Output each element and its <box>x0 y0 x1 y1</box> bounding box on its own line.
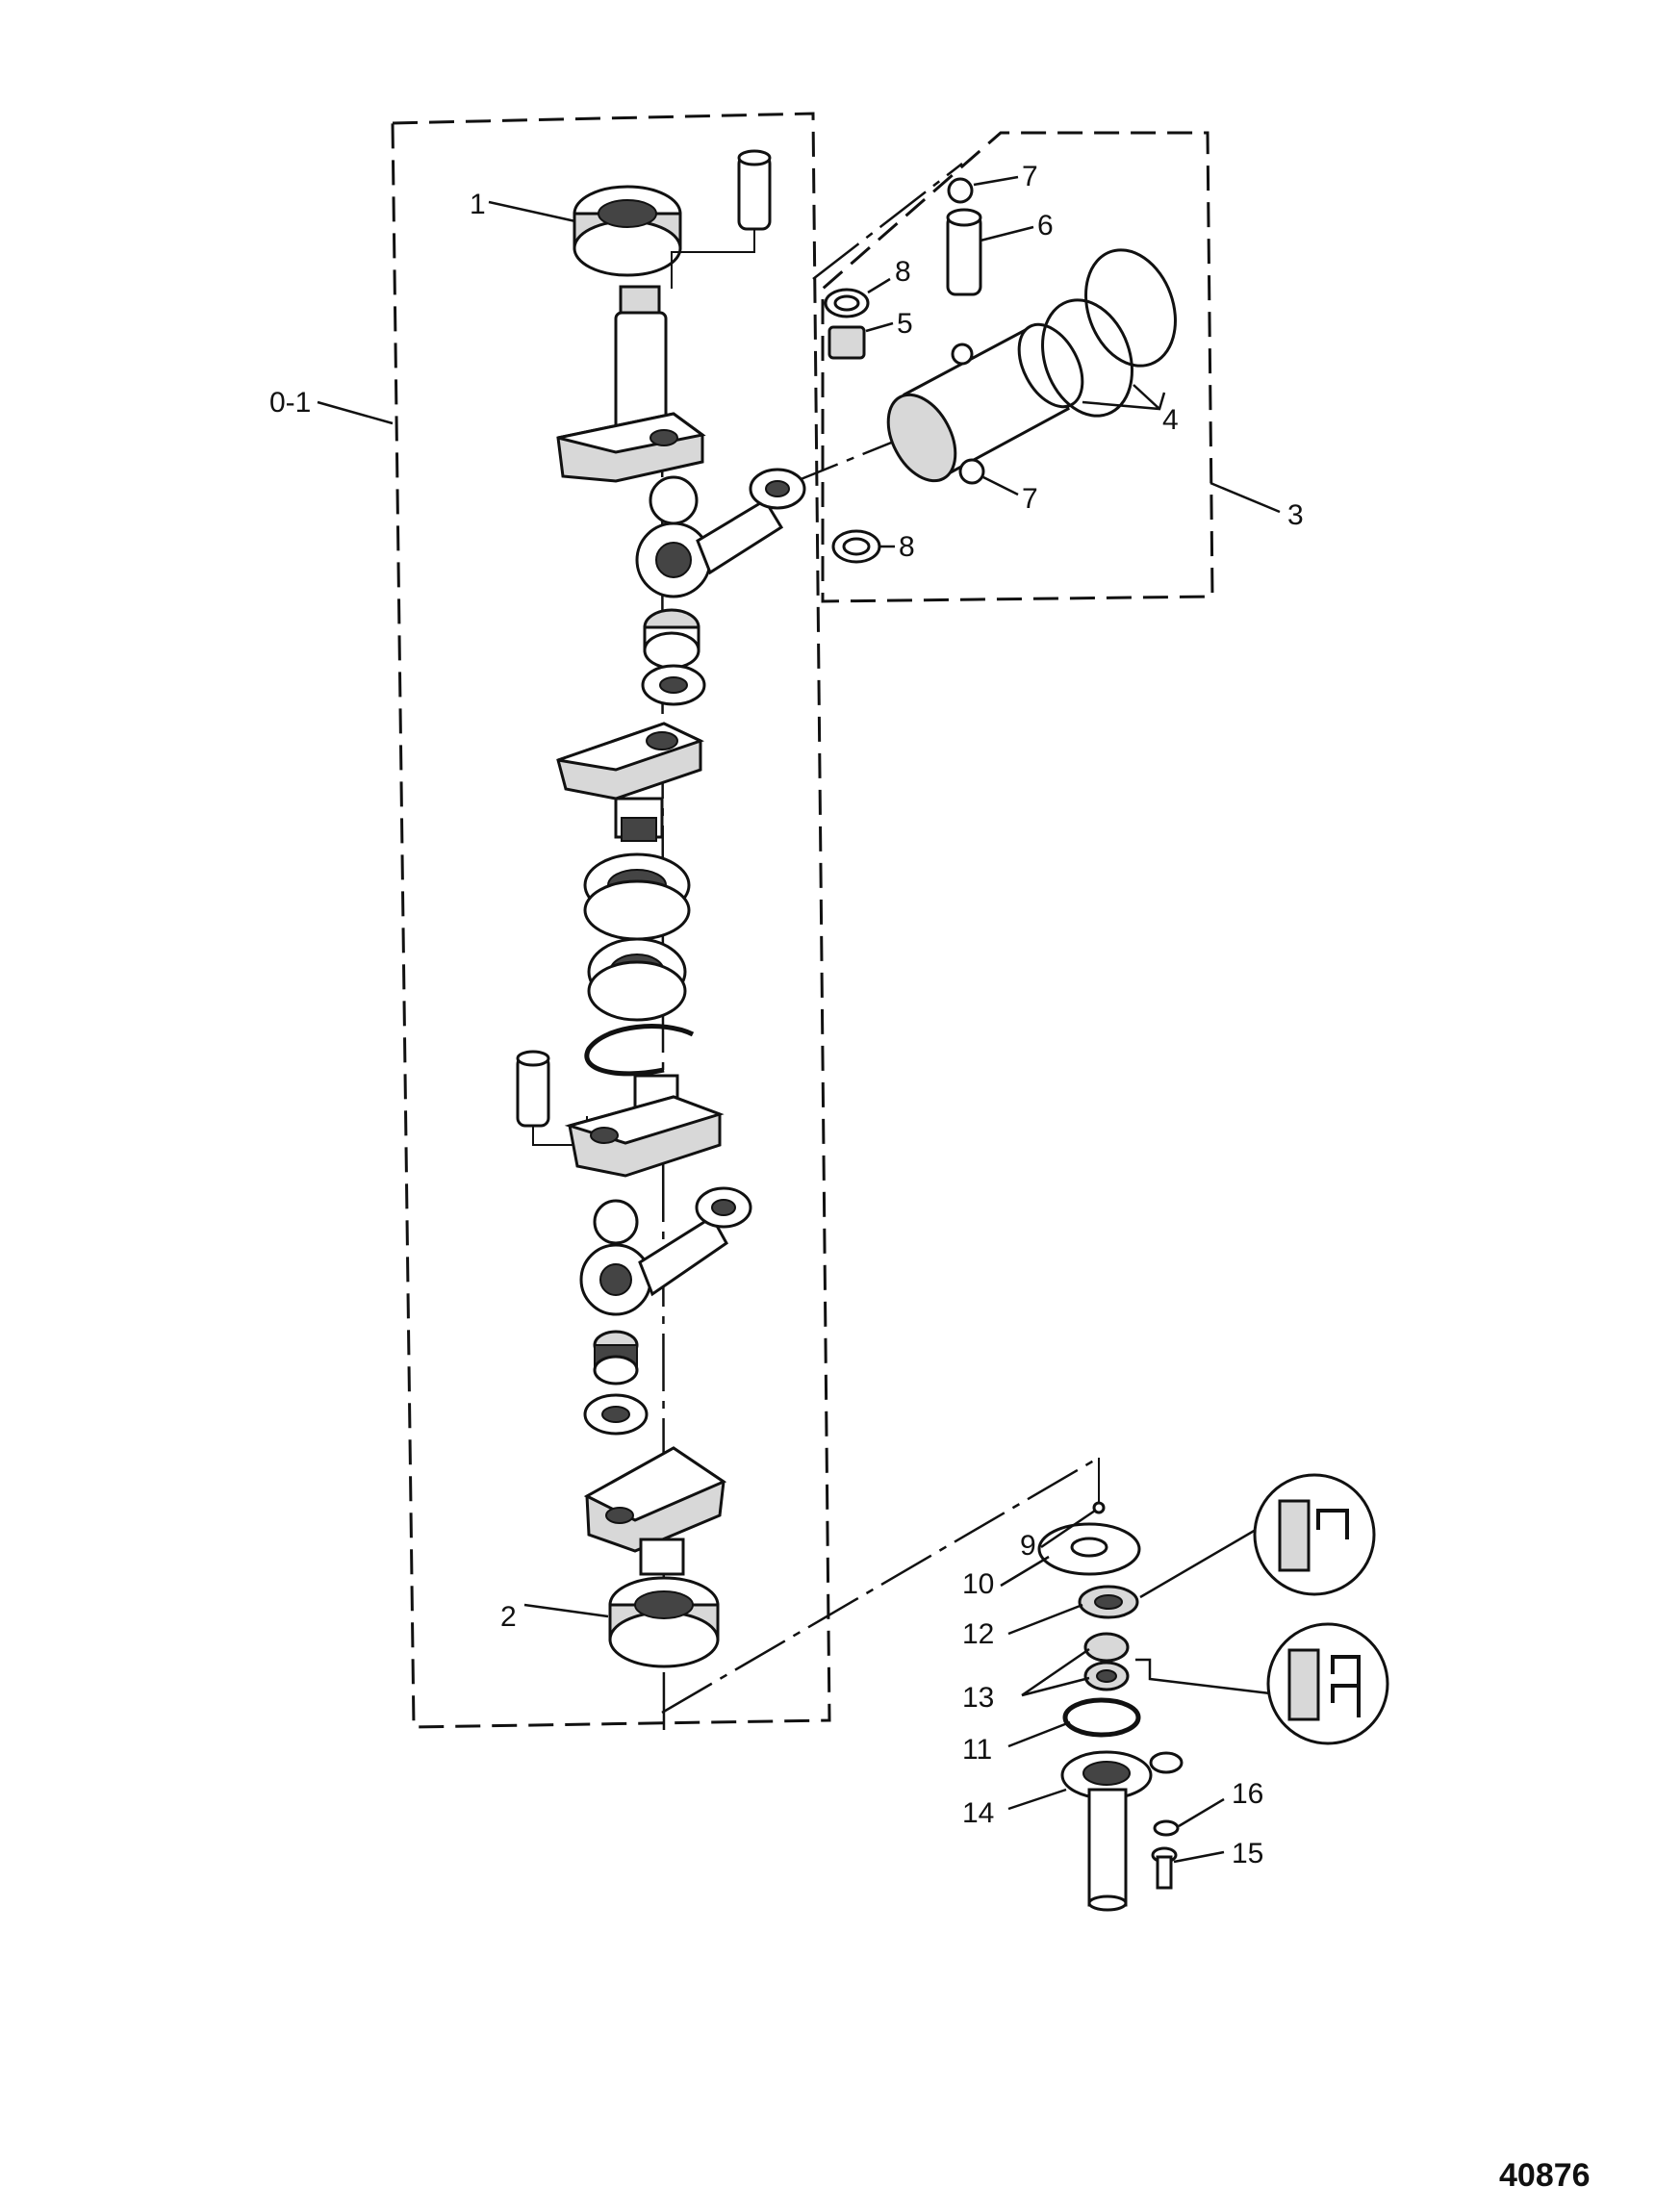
callout-8-upper: 8 <box>895 256 911 288</box>
lower-connecting-rod <box>579 1186 752 1316</box>
lower-thrust-washer <box>583 1393 649 1436</box>
upper-crank-web <box>556 285 706 483</box>
lower-needle-bearing <box>593 1330 639 1386</box>
seal-plate-10 <box>1037 1522 1141 1576</box>
leader-7b <box>982 475 1019 496</box>
leader-15 <box>1173 1850 1225 1864</box>
bearing-housing-14 <box>1060 1750 1184 1912</box>
leader-5 <box>865 321 894 333</box>
callout-5: 5 <box>897 308 913 340</box>
leader-8a <box>867 277 891 294</box>
o-ring-11 <box>1062 1697 1141 1738</box>
figure-number: 40876 <box>1499 2157 1591 2194</box>
callout-3: 3 <box>1287 499 1304 531</box>
washer-16 <box>1153 1819 1180 1837</box>
callout-6: 6 <box>1037 210 1054 242</box>
leader-9 <box>1040 1509 1096 1549</box>
callout-0-1: 0-1 <box>269 387 311 419</box>
callout-13: 13 <box>962 1682 994 1714</box>
washer-8-lower <box>831 529 881 564</box>
seal-12 <box>1078 1585 1139 1619</box>
callout-12: 12 <box>962 1618 994 1650</box>
lower-ball-bearing <box>608 1576 720 1668</box>
o-ring-9 <box>1092 1501 1106 1514</box>
dowel-pin-upper <box>671 149 772 289</box>
piston-axis-line <box>812 163 963 280</box>
bearing-to-seal-line <box>661 1456 1100 1715</box>
callout-9: 9 <box>1020 1530 1036 1562</box>
piston <box>886 322 1084 483</box>
leader-7a <box>973 175 1019 187</box>
seal-detail-upper <box>1253 1473 1376 1596</box>
center-seal-ring <box>587 937 687 1022</box>
upper-thrust-washer <box>641 664 706 706</box>
center-main-bearing <box>583 852 691 941</box>
piston-ring-lock-upper <box>947 177 974 204</box>
leader-6 <box>980 225 1034 242</box>
leader-1 <box>488 200 576 223</box>
leader-11 <box>1007 1720 1071 1748</box>
lower-crank-web <box>583 1446 727 1576</box>
middle-crank-web <box>556 722 704 842</box>
leader-4 <box>1082 384 1166 411</box>
callout-8-lower: 8 <box>899 531 915 563</box>
crankshaft-assembly-box <box>391 112 831 1729</box>
detail-leader-upper <box>1139 1528 1257 1599</box>
upper-needle-bearing <box>643 608 700 670</box>
leader-12 <box>1007 1603 1083 1636</box>
callout-16: 16 <box>1232 1778 1263 1810</box>
leader-16 <box>1178 1797 1225 1828</box>
washer-8-upper <box>824 288 870 318</box>
wrist-pin <box>946 208 982 296</box>
leader-14 <box>1007 1788 1067 1811</box>
leader-2 <box>523 1603 609 1618</box>
callout-4: 4 <box>1162 404 1179 436</box>
leader-01 <box>317 400 394 425</box>
detail-leader-lower <box>1135 1658 1271 1695</box>
upper-ball-bearing <box>573 185 682 277</box>
retainer-clip-7-lower <box>958 458 985 485</box>
callout-1: 1 <box>470 189 486 220</box>
callout-10: 10 <box>962 1568 994 1600</box>
screw-15 <box>1151 1846 1178 1890</box>
dowel-pin-lower <box>516 1050 588 1146</box>
leader-3 <box>1209 481 1281 514</box>
lower-crank-web-upper <box>564 1074 725 1178</box>
callout-7-lower: 7 <box>1022 483 1038 515</box>
retaining-ring <box>584 1024 695 1077</box>
leader-13 <box>1021 1647 1090 1697</box>
callout-2: 2 <box>500 1601 517 1633</box>
callout-15: 15 <box>1232 1838 1263 1869</box>
seal-detail-lower <box>1266 1622 1389 1745</box>
callout-11: 11 <box>962 1734 992 1766</box>
leader-10 <box>1000 1555 1050 1588</box>
piston-assembly-box <box>821 131 1214 603</box>
piston-rings <box>1041 248 1177 418</box>
callout-14: 14 <box>962 1797 994 1829</box>
seals-13 <box>1083 1632 1130 1691</box>
callout-7-upper: 7 <box>1022 161 1038 192</box>
upper-connecting-rod <box>635 468 806 598</box>
needle-bearing-5 <box>828 325 866 360</box>
